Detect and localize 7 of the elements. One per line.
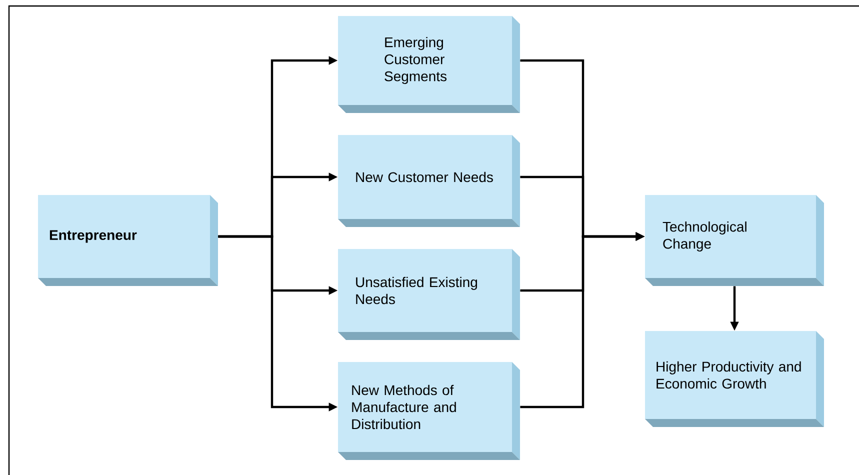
process-box: Higher Productivity and Economic Growth xyxy=(645,331,824,427)
process-box: New Customer Needs xyxy=(338,135,520,227)
process-box: Emerging Customer Segments xyxy=(338,16,520,113)
process-box: Unsatisfied Existing Needs xyxy=(338,249,520,340)
process-box: Entrepreneur xyxy=(38,195,218,286)
process-box: New Methods of Manufacture and Distribution xyxy=(338,362,520,460)
process-box: Technological Change xyxy=(645,195,824,286)
